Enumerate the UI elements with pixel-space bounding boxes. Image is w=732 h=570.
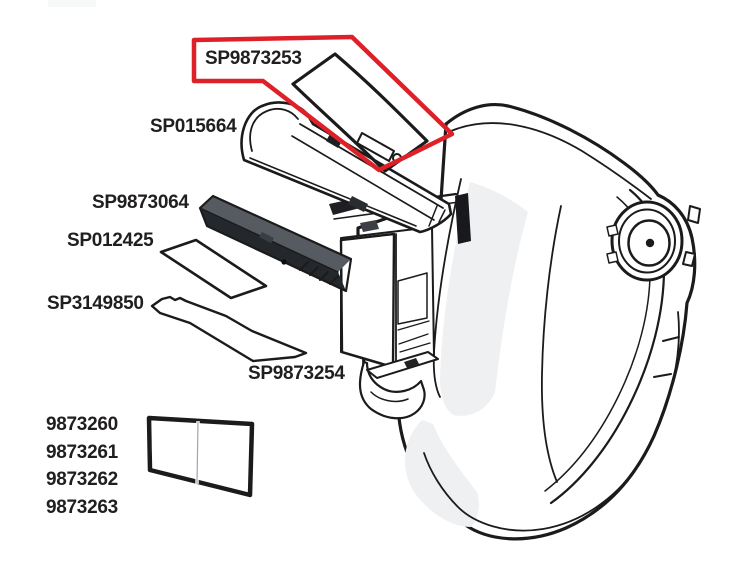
part-flip-frame: [240, 101, 453, 234]
part-gasket: [150, 295, 308, 363]
label-sp015664: SP015664: [150, 116, 237, 137]
label-sp9873254: SP9873254: [248, 363, 345, 384]
variant-lens-pack: [146, 415, 255, 498]
label-sp9873064: SP9873064: [92, 192, 189, 213]
variant-part-number-list: 9873260 9873261 9873262 9873263: [46, 411, 118, 521]
variant-part-number: 9873262: [46, 469, 118, 490]
scrollbar-artifact: [48, 0, 96, 7]
headgear-knob: [606, 200, 701, 282]
part-inner-lens: [159, 238, 268, 300]
variant-part-number: 9873261: [46, 441, 118, 463]
highlight-callout: [191, 34, 455, 173]
variant-part-number: 9873260: [46, 414, 118, 435]
label-sp9873253: SP9873253: [205, 48, 302, 69]
label-sp012425: SP012425: [67, 230, 154, 251]
part-outer-cover-lens: [291, 52, 429, 173]
label-sp3149850: SP3149850: [47, 293, 144, 314]
part-adf-cartridge: [198, 194, 353, 293]
variant-part-number: 9873263: [46, 496, 118, 518]
